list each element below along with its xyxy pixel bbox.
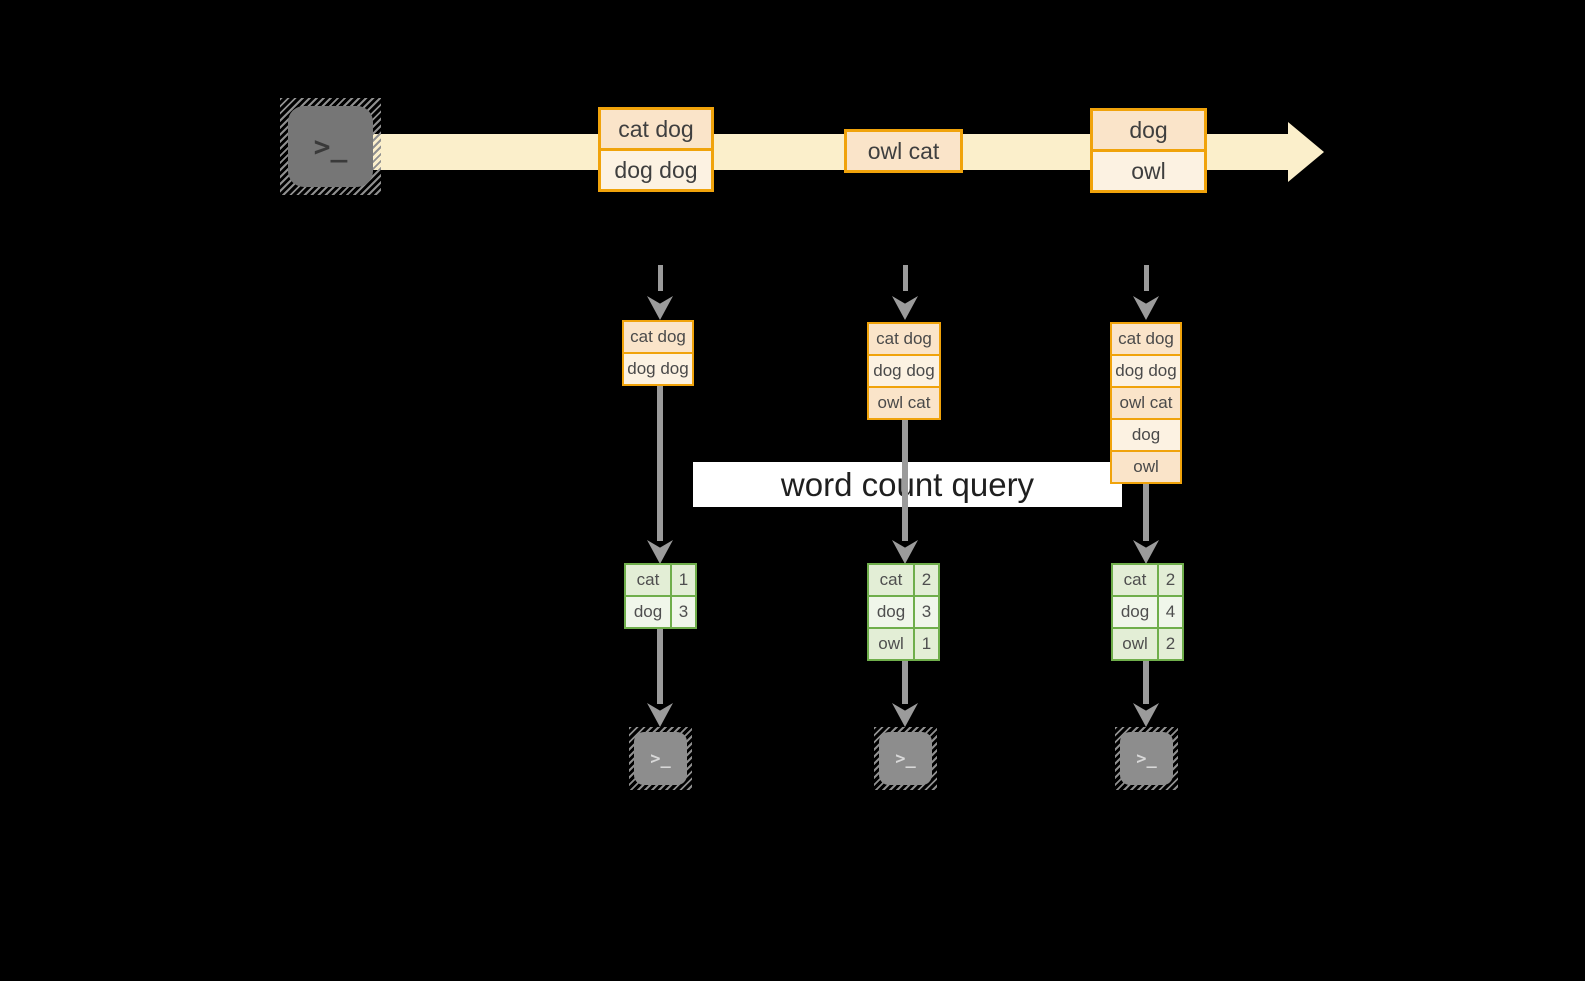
input-line: cat dog bbox=[1112, 324, 1180, 354]
count-cell: 3 bbox=[921, 602, 932, 621]
count-cell: 1 bbox=[921, 634, 932, 653]
table-row: owl 2 bbox=[1113, 627, 1182, 659]
count-table-2: cat 2 dog 3 owl 1 bbox=[867, 563, 940, 661]
batch-line: owl bbox=[1093, 149, 1204, 190]
batch-line: dog dog bbox=[601, 148, 711, 189]
word-cell: dog bbox=[869, 597, 915, 627]
table-row: cat 1 bbox=[626, 565, 695, 595]
stream-batch-1: cat dog dog dog bbox=[598, 107, 714, 192]
stream-arrowhead-icon bbox=[1288, 122, 1324, 182]
arrowhead-icon bbox=[1133, 703, 1159, 727]
input-line: cat dog bbox=[624, 322, 692, 352]
dashed-arrow-icon bbox=[658, 265, 663, 291]
count-table-3: cat 2 dog 4 owl 2 bbox=[1111, 563, 1184, 661]
count-table-1: cat 1 dog 3 bbox=[624, 563, 697, 629]
count-cell: 4 bbox=[1165, 602, 1176, 621]
arrowhead-icon bbox=[1133, 540, 1159, 564]
terminal-prompt-glyph: >_ bbox=[634, 732, 687, 785]
arrowhead-icon bbox=[647, 703, 673, 727]
terminal-sink-icon: >_ bbox=[874, 727, 937, 790]
word-cell: dog bbox=[626, 597, 672, 627]
word-cell: dog bbox=[1113, 597, 1159, 627]
input-line: owl cat bbox=[869, 386, 939, 418]
terminal-prompt-glyph: >_ bbox=[879, 732, 932, 785]
accumulated-input-3: cat dog dog dog owl cat dog owl bbox=[1110, 322, 1182, 484]
count-cell: 2 bbox=[1165, 634, 1176, 653]
word-cell: cat bbox=[869, 565, 915, 595]
arrowhead-icon bbox=[647, 296, 673, 320]
arrow-shaft bbox=[1143, 661, 1149, 704]
arrow-shaft bbox=[657, 629, 663, 704]
table-row: dog 4 bbox=[1113, 595, 1182, 627]
arrow-shaft bbox=[1143, 484, 1149, 541]
input-line: owl bbox=[1112, 450, 1180, 482]
terminal-prompt-glyph: >_ bbox=[288, 106, 373, 187]
stream-batch-2: owl cat bbox=[844, 129, 963, 173]
input-line: dog dog bbox=[624, 352, 692, 384]
arrowhead-icon bbox=[647, 540, 673, 564]
terminal-source-icon: >_ bbox=[280, 98, 381, 195]
word-cell: owl bbox=[869, 629, 915, 659]
arrow-shaft bbox=[657, 386, 663, 541]
terminal-sink-icon: >_ bbox=[1115, 727, 1178, 790]
word-cell: owl bbox=[1113, 629, 1159, 659]
input-line: dog bbox=[1112, 418, 1180, 450]
count-cell: 3 bbox=[678, 602, 689, 621]
batch-line: dog bbox=[1093, 111, 1204, 149]
batch-line: owl cat bbox=[847, 132, 960, 170]
terminal-sink-icon: >_ bbox=[629, 727, 692, 790]
count-cell: 2 bbox=[921, 570, 932, 589]
table-row: cat 2 bbox=[1113, 565, 1182, 595]
count-cell: 2 bbox=[1165, 570, 1176, 589]
arrow-shaft bbox=[902, 661, 908, 704]
arrowhead-icon bbox=[892, 703, 918, 727]
accumulated-input-1: cat dog dog dog bbox=[622, 320, 694, 386]
arrowhead-icon bbox=[892, 540, 918, 564]
stream-batch-3: dog owl bbox=[1090, 108, 1207, 193]
word-cell: cat bbox=[626, 565, 672, 595]
terminal-prompt-glyph: >_ bbox=[1120, 732, 1173, 785]
dashed-arrow-icon bbox=[903, 265, 908, 291]
arrowhead-icon bbox=[892, 296, 918, 320]
table-row: dog 3 bbox=[869, 595, 938, 627]
input-line: dog dog bbox=[1112, 354, 1180, 386]
dashed-arrow-icon bbox=[1144, 265, 1149, 291]
count-cell: 1 bbox=[678, 570, 689, 589]
input-line: owl cat bbox=[1112, 386, 1180, 418]
input-line: cat dog bbox=[869, 324, 939, 354]
arrowhead-icon bbox=[1133, 296, 1159, 320]
accumulated-input-2: cat dog dog dog owl cat bbox=[867, 322, 941, 420]
input-line: dog dog bbox=[869, 354, 939, 386]
arrow-shaft bbox=[902, 420, 908, 541]
batch-line: cat dog bbox=[601, 110, 711, 148]
word-cell: cat bbox=[1113, 565, 1159, 595]
table-row: cat 2 bbox=[869, 565, 938, 595]
table-row: dog 3 bbox=[626, 595, 695, 627]
table-row: owl 1 bbox=[869, 627, 938, 659]
